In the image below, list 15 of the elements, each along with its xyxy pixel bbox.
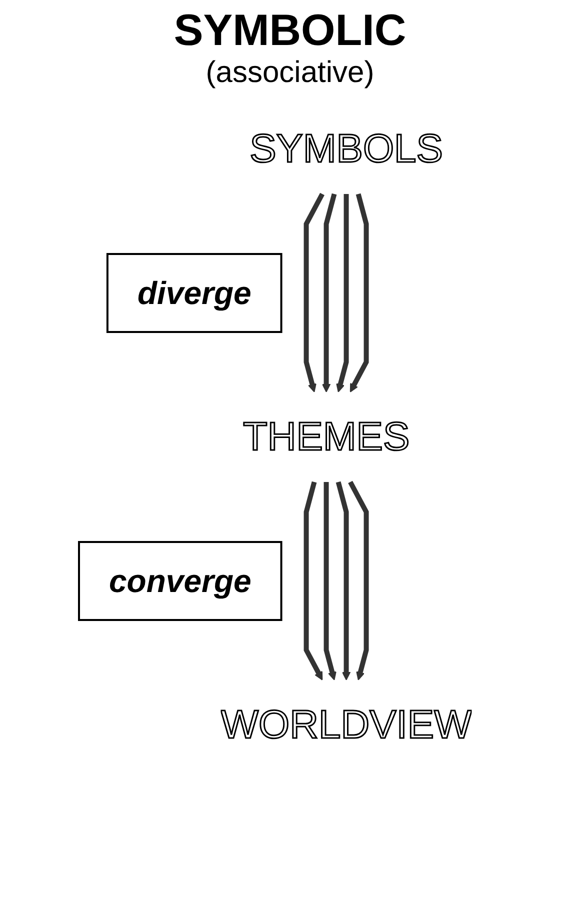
subtitle: (associative) xyxy=(204,56,376,90)
node-box: converge xyxy=(78,541,282,621)
arrow xyxy=(303,192,324,392)
node-box: diverge xyxy=(106,253,282,333)
arrow xyxy=(336,194,348,392)
arrow xyxy=(335,481,350,680)
arrow xyxy=(321,193,336,392)
arrow xyxy=(348,480,368,680)
arrow xyxy=(303,481,322,680)
node-text: THEMES xyxy=(242,415,410,459)
title: SYMBOLIC xyxy=(172,6,408,56)
node-text: WORLDVIEW xyxy=(220,703,472,747)
node-text: SYMBOLS xyxy=(249,127,443,171)
arrow xyxy=(323,482,336,680)
arrow xyxy=(349,193,368,392)
